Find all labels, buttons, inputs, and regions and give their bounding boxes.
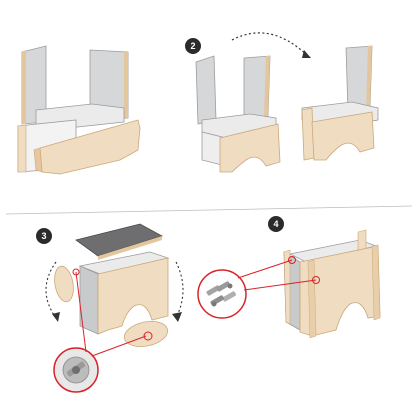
step-1-illustration: [17, 45, 141, 175]
step-2-illustration: 2: [185, 32, 379, 173]
rotate-arrow-icon: [231, 32, 309, 57]
panel-edge: [17, 124, 27, 173]
wheel-left: [54, 265, 74, 303]
arrowhead: [52, 312, 60, 322]
fastener-head: [227, 283, 233, 289]
leader-line: [243, 279, 317, 291]
wood-front-panel: [311, 111, 375, 161]
connector-fasteners-detail-icon: [197, 269, 247, 319]
step-3-illustration: 3: [36, 223, 184, 393]
step-4-badge: [268, 216, 284, 232]
wood-front-panel: [219, 123, 281, 173]
step-3-number: 3: [41, 231, 46, 241]
panel-edge: [307, 259, 317, 339]
panel-edge: [264, 56, 270, 117]
step-4-illustration: 4: [197, 216, 381, 339]
panel-edge: [22, 50, 26, 124]
step-3-badge: [36, 228, 52, 244]
arrowhead: [172, 312, 182, 322]
bolt-center: [72, 366, 80, 374]
step-2-number: 2: [190, 41, 195, 51]
connector-hole-indicator: [143, 331, 153, 341]
leader-line: [91, 335, 147, 357]
section-divider: [5, 205, 413, 215]
step-4-number: 4: [273, 219, 278, 229]
panel-edge: [33, 147, 43, 173]
wood-side-edge: [301, 107, 315, 161]
wood-side-panel: [39, 119, 141, 175]
panel-edge: [366, 46, 372, 109]
fastener: [216, 281, 231, 292]
panel-edge: [124, 52, 128, 119]
grey-panel: [195, 55, 217, 125]
leader-line: [237, 259, 293, 279]
lid-edge: [98, 236, 162, 260]
panel-edge: [371, 244, 381, 321]
panel-edge: [283, 249, 291, 325]
fastener-head: [211, 301, 217, 307]
connector-hole-indicator: [288, 256, 296, 264]
wheel-right: [123, 321, 169, 347]
fastener: [222, 291, 237, 302]
wheel-rotate-arrow-icon: [175, 261, 184, 319]
leader-line: [75, 271, 87, 353]
wood-side-panel: [97, 257, 169, 335]
wood-front-panel: [299, 245, 381, 337]
fastener-parts: [206, 281, 237, 307]
step-2-badge: [185, 38, 201, 54]
wheel-rotate-arrow-icon: [45, 261, 57, 319]
rotate-arrowhead: [302, 50, 311, 58]
